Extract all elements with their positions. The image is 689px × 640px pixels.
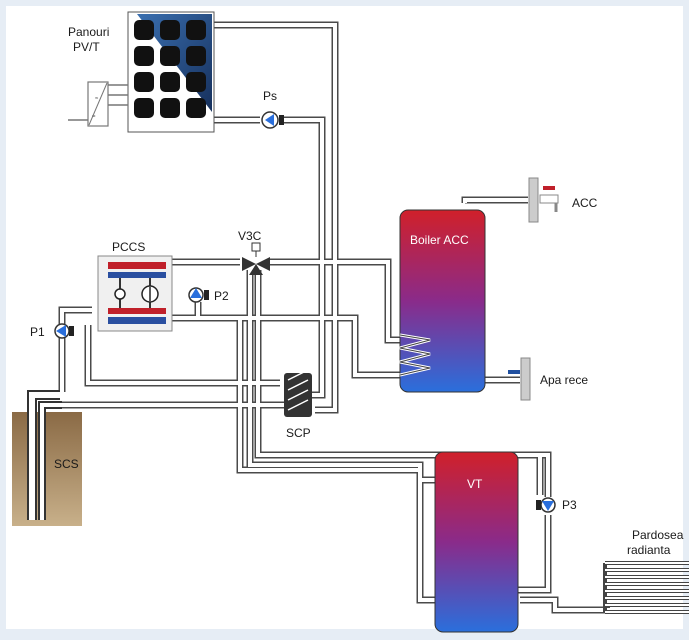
label-floor-line1: Pardosea (632, 528, 684, 542)
three-way-valve-icon (242, 242, 270, 275)
boiler-acc-tank (399, 209, 486, 393)
label-panels-line2: PV/T (73, 40, 100, 54)
pump-p3-icon (536, 497, 556, 513)
label-boiler: Boiler ACC (410, 233, 469, 247)
label-pccs: PCCS (112, 240, 145, 254)
svg-text:=: = (92, 114, 96, 120)
label-v3c: V3C (238, 229, 262, 243)
ground-section (12, 412, 82, 526)
label-vt: VT (467, 477, 483, 491)
label-p2: P2 (214, 289, 229, 303)
inverter-icon: ≈ = (68, 81, 128, 127)
label-p1: P1 (30, 325, 45, 339)
radiant-floor-loop (603, 561, 689, 614)
pump-p1-icon (54, 323, 74, 339)
label-floor-line2: radianta (627, 543, 671, 557)
pump-ps-icon (261, 111, 284, 129)
pv-panel (127, 11, 215, 133)
label-panels-line1: Panouri (68, 25, 109, 39)
svg-text:≈: ≈ (95, 96, 99, 102)
label-scp: SCP (286, 426, 311, 440)
label-scs: SCS (54, 457, 79, 471)
pipe-network (58, 21, 610, 614)
pccs-unit (97, 255, 173, 332)
pump-p2-icon (188, 287, 209, 303)
ground-probe (27, 390, 62, 520)
faucet-icon-acc (528, 177, 559, 223)
heat-exchanger-icon (284, 369, 312, 417)
label-ps: Ps (263, 89, 277, 103)
label-p3: P3 (562, 498, 577, 512)
vt-tank (434, 451, 519, 633)
label-acc: ACC (572, 196, 598, 210)
label-cold-water: Apa rece (540, 373, 588, 387)
faucet-icon-cold-water (508, 357, 531, 401)
